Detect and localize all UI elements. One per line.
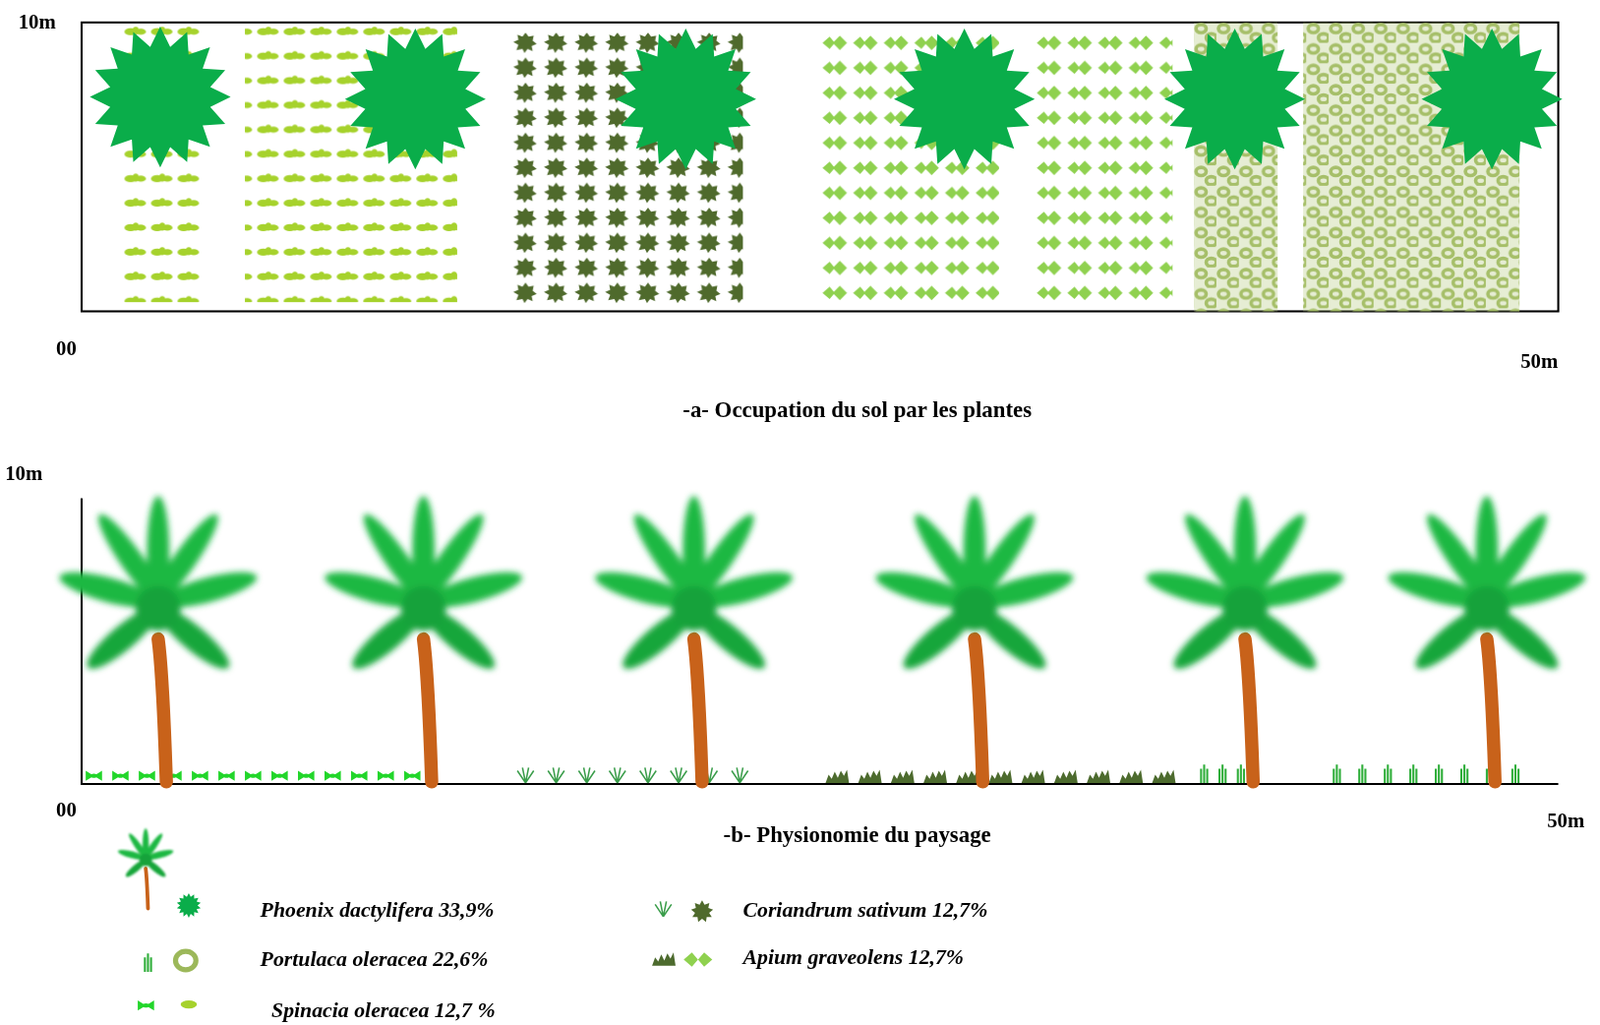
purslane-symbol bbox=[1333, 764, 1340, 783]
coriander-symbol bbox=[731, 767, 749, 783]
spinach-symbol bbox=[377, 770, 395, 780]
spinach-symbol bbox=[351, 770, 368, 780]
spinach-symbol bbox=[191, 770, 209, 780]
spinach-symbol bbox=[244, 770, 262, 780]
palm-crown-symbol bbox=[345, 28, 486, 170]
coriander-symbol bbox=[640, 767, 657, 783]
palm-crown-icon bbox=[177, 892, 201, 918]
celery-symbol bbox=[1021, 769, 1046, 782]
purslane-symbol bbox=[1512, 764, 1519, 783]
palm-crown-symbol bbox=[1164, 28, 1305, 170]
palm-icon bbox=[117, 828, 175, 908]
celery-symbol bbox=[651, 951, 676, 965]
legend-text: Portulaca oleracea 22,6% bbox=[260, 947, 489, 971]
coriander-icon bbox=[691, 899, 713, 922]
spinach-symbol bbox=[218, 770, 236, 780]
legend-text: Apium graveolens 12,7% bbox=[742, 945, 964, 969]
spinach-symbol bbox=[137, 1000, 155, 1010]
spinach-symbol bbox=[404, 770, 421, 780]
coriander-symbol bbox=[670, 767, 688, 783]
legend-text: Phoenix dactylifera 33,9% bbox=[260, 897, 495, 922]
purslane-symbol bbox=[1200, 764, 1207, 783]
celery-symbol bbox=[858, 769, 883, 782]
purslane-symbol bbox=[1435, 764, 1442, 783]
purslane-icon bbox=[175, 950, 196, 970]
purslane-symbol bbox=[1219, 764, 1226, 783]
palm-crown-symbol bbox=[893, 28, 1035, 170]
spinach-symbol bbox=[85, 770, 103, 780]
legend-text: Coriandrum sativum 12,7% bbox=[742, 897, 988, 922]
celery-symbol bbox=[1119, 769, 1143, 782]
panel-caption: -b- Physionomie du paysage bbox=[723, 822, 992, 847]
coriander-symbol bbox=[547, 767, 565, 783]
axis-label: 50m bbox=[1520, 349, 1558, 372]
purslane-symbol bbox=[1384, 764, 1391, 783]
axis-label: 10m bbox=[18, 9, 57, 33]
coriander-symbol bbox=[517, 767, 534, 783]
celery-symbol bbox=[1054, 769, 1078, 782]
purslane-symbol bbox=[144, 952, 151, 972]
coriander-symbol bbox=[609, 767, 627, 783]
celery-symbol bbox=[890, 769, 915, 782]
celery-symbol bbox=[1152, 769, 1177, 782]
celery-icon bbox=[683, 951, 712, 967]
celery-symbol bbox=[1086, 769, 1111, 782]
axis-label: 00 bbox=[56, 336, 77, 359]
purslane-symbol bbox=[1461, 764, 1468, 783]
palm-crown-symbol bbox=[615, 28, 757, 170]
purslane-symbol bbox=[1410, 764, 1417, 783]
palm-crown-symbol bbox=[89, 26, 231, 168]
panel-caption: -a- Occupation du sol par les plantes bbox=[682, 398, 1032, 423]
celery-symbol bbox=[825, 769, 849, 782]
spinach-icon bbox=[180, 1000, 198, 1008]
purslane-symbol bbox=[1359, 764, 1365, 783]
celery-symbol bbox=[923, 769, 948, 782]
spinach-symbol bbox=[324, 770, 342, 780]
axis-label: 10m bbox=[4, 461, 43, 484]
axis-label: 50m bbox=[1546, 808, 1585, 831]
coriander-symbol bbox=[578, 767, 595, 783]
axis-label: 00 bbox=[56, 797, 77, 821]
spinach-symbol bbox=[271, 770, 289, 780]
spinach-symbol bbox=[112, 770, 129, 780]
legend-text: Spinacia oleracea 12,7 % bbox=[271, 998, 496, 1022]
coriander-symbol bbox=[654, 900, 672, 917]
celery-symbol bbox=[989, 769, 1013, 782]
spinach-symbol bbox=[297, 770, 315, 780]
spinach-symbol bbox=[138, 770, 156, 780]
purslane-symbol bbox=[1238, 764, 1245, 783]
palm-crown-symbol bbox=[1422, 28, 1563, 170]
